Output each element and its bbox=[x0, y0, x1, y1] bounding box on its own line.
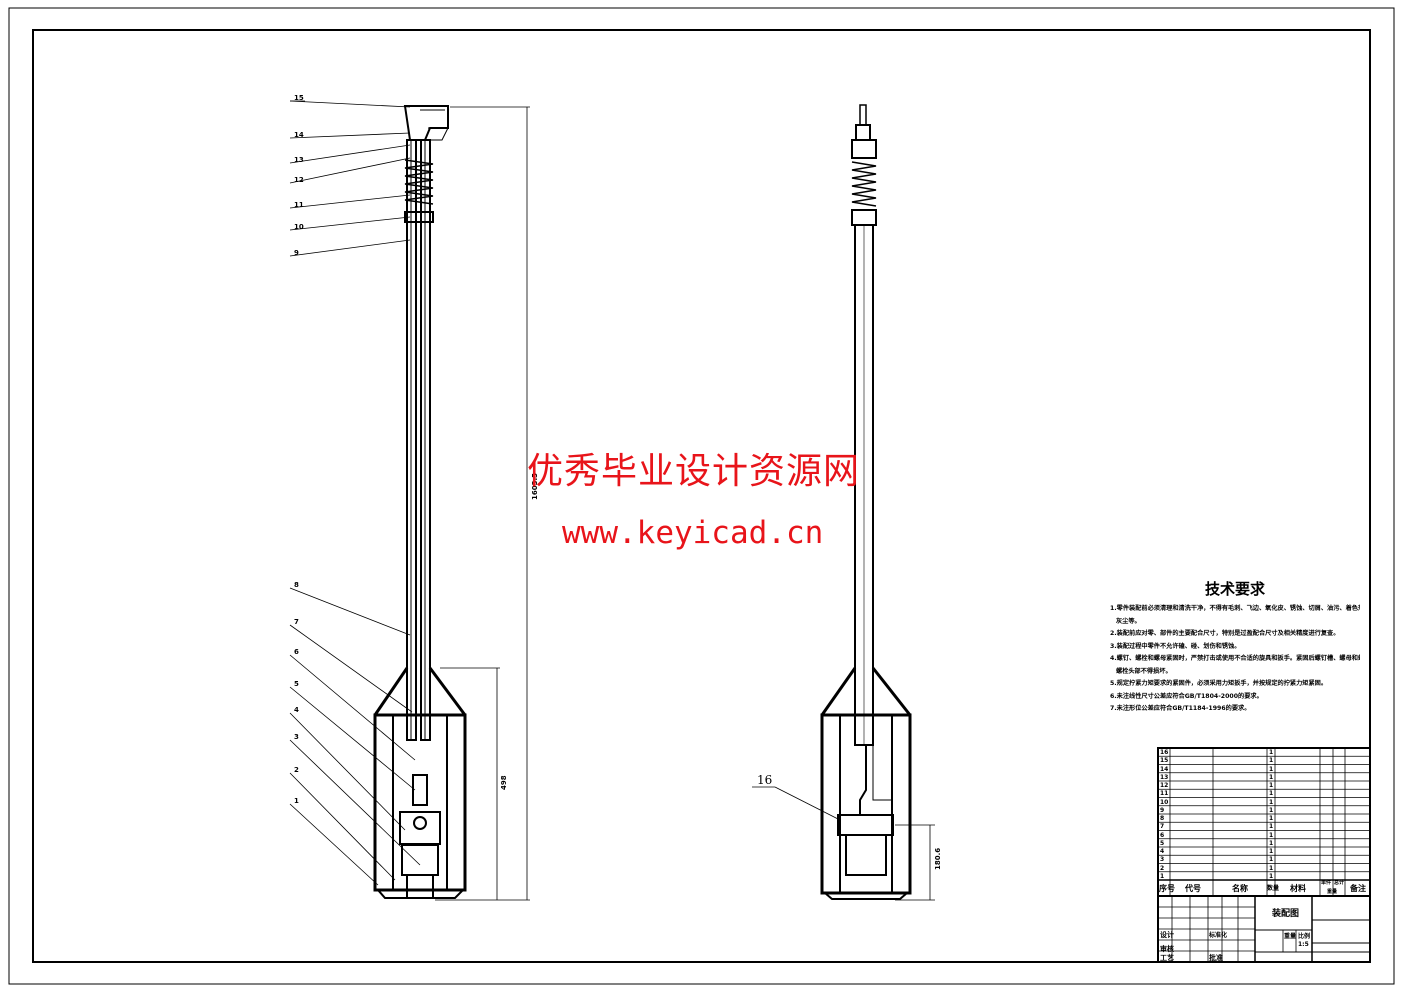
row-quantity: 1 bbox=[1269, 856, 1274, 864]
weight-label: 重量 bbox=[1284, 933, 1297, 940]
cone bbox=[820, 667, 857, 716]
requirement: 螺栓头部不得损坏。 bbox=[1116, 667, 1172, 675]
right-assembly-view bbox=[752, 104, 935, 901]
part-label: 12 bbox=[294, 176, 304, 184]
header-weight: 重量 bbox=[1327, 889, 1338, 895]
part-label: 1 bbox=[294, 797, 299, 805]
dimension-lower: 498 bbox=[500, 775, 508, 790]
part-label: 2 bbox=[294, 766, 299, 774]
row-number: 16 bbox=[1160, 749, 1169, 756]
requirement: 1.零件装配前必须清理和清洗干净，不得有毛刺、飞边、氧化皮、锈蚀、切屑、油污、着… bbox=[1110, 605, 1360, 612]
row-number: 12 bbox=[1160, 782, 1169, 789]
part-label: 5 bbox=[294, 680, 299, 688]
row-quantity: 1 bbox=[1269, 782, 1274, 789]
part-label: 3 bbox=[294, 733, 299, 741]
requirement: 4.螺钉、螺栓和螺母紧固时，严禁打击或使用不合适的旋具和扳手。紧固后螺钉槽、螺母… bbox=[1110, 655, 1360, 662]
part-label: 9 bbox=[294, 249, 299, 257]
row-number: 11 bbox=[1160, 790, 1169, 798]
row-quantity: 1 bbox=[1269, 765, 1274, 773]
technical-requirements-title: 技术要求 bbox=[1205, 580, 1266, 598]
row-number: 9 bbox=[1160, 806, 1165, 814]
header-no: 序号 bbox=[1159, 884, 1175, 893]
watermark-site-name: 优秀毕业设计资源网 bbox=[527, 451, 861, 492]
review-label: 审核 bbox=[1160, 945, 1174, 953]
spring bbox=[404, 159, 434, 205]
part-label: 14 bbox=[294, 131, 304, 139]
dimension-right: 180.6 bbox=[934, 847, 942, 870]
housing bbox=[373, 713, 467, 892]
row-number: 5 bbox=[1160, 839, 1165, 847]
part-label: 11 bbox=[294, 201, 304, 209]
row-number: 10 bbox=[1160, 798, 1169, 806]
row-number: 14 bbox=[1160, 765, 1169, 773]
row-quantity: 1 bbox=[1269, 831, 1274, 839]
outer-border bbox=[8, 7, 1395, 985]
spring bbox=[851, 161, 877, 207]
watermark-url[interactable]: www.keyicad.cn bbox=[562, 515, 824, 551]
technical-requirements: 1.零件装配前必须清理和清洗干净，不得有毛刺、飞边、氧化皮、锈蚀、切屑、油污、着… bbox=[1110, 603, 1360, 716]
header-qty: 数量 bbox=[1267, 885, 1280, 892]
row-quantity: 1 bbox=[1269, 749, 1274, 756]
process-label: 工艺 bbox=[1160, 954, 1174, 962]
part-label: 7 bbox=[294, 618, 299, 626]
header-material: 材料 bbox=[1290, 884, 1306, 893]
row-quantity: 1 bbox=[1269, 839, 1274, 847]
row-number: 7 bbox=[1160, 823, 1165, 831]
part-label: 10 bbox=[294, 223, 304, 231]
row-number: 3 bbox=[1160, 856, 1165, 864]
row-quantity: 1 bbox=[1269, 798, 1274, 806]
scale-value: 1:5 bbox=[1298, 941, 1309, 948]
header-code: 代号 bbox=[1185, 884, 1201, 893]
row-number: 6 bbox=[1160, 831, 1165, 839]
standardization-label: 标准化 bbox=[1209, 932, 1228, 939]
part-label: 15 bbox=[294, 94, 304, 102]
row-quantity: 1 bbox=[1269, 864, 1274, 872]
requirement: 5.规定拧紧力矩要求的紧固件，必须采用力矩扳手，并按规定的拧紧力矩紧固。 bbox=[1110, 680, 1328, 687]
header-single: 单件 bbox=[1321, 880, 1332, 886]
housing bbox=[820, 713, 912, 895]
drawing-type: 装配图 bbox=[1272, 909, 1300, 919]
part-label-16: 16 bbox=[757, 773, 773, 787]
row-quantity: 1 bbox=[1269, 806, 1274, 814]
part-label: 8 bbox=[294, 581, 299, 589]
hook-head bbox=[403, 105, 449, 141]
row-number: 1 bbox=[1160, 872, 1165, 880]
row-number: 13 bbox=[1160, 773, 1169, 781]
row-quantity: 1 bbox=[1269, 757, 1274, 765]
row-number: 15 bbox=[1160, 757, 1169, 765]
title-block-grid bbox=[1157, 747, 1371, 963]
motor bbox=[845, 834, 887, 876]
requirement: 6.未注线性尺寸公差应符合GB/T1804-2000的要求。 bbox=[1110, 692, 1263, 700]
inner-frame bbox=[32, 29, 1371, 963]
part-label: 4 bbox=[294, 706, 299, 714]
requirement: 2.装配前应对零、部件的主要配合尺寸，特别是过盈配合尺寸及相关精度进行复查。 bbox=[1110, 630, 1340, 637]
row-quantity: 1 bbox=[1269, 790, 1274, 798]
scale-label: 比例 bbox=[1298, 933, 1311, 940]
motor bbox=[401, 844, 439, 876]
requirement: 7.未注形位公差应符合GB/T1184-1996的要求。 bbox=[1110, 705, 1251, 712]
row-number: 2 bbox=[1160, 864, 1165, 872]
part-label: 6 bbox=[294, 648, 299, 656]
part-label: 13 bbox=[294, 156, 304, 164]
header-total: 总计 bbox=[1334, 880, 1345, 886]
row-number: 4 bbox=[1160, 848, 1165, 855]
row-quantity: 1 bbox=[1269, 823, 1274, 831]
design-label: 设计 bbox=[1160, 931, 1174, 939]
row-number: 8 bbox=[1160, 815, 1165, 822]
row-quantity: 1 bbox=[1269, 848, 1274, 855]
header-remark: 备注 bbox=[1350, 884, 1366, 893]
row-quantity: 1 bbox=[1269, 773, 1274, 781]
requirement: 灰尘等。 bbox=[1116, 617, 1141, 625]
row-quantity: 1 bbox=[1269, 872, 1274, 880]
top-collar bbox=[851, 139, 877, 159]
requirement: 3.装配过程中零件不允许磕、碰、划伤和锈蚀。 bbox=[1110, 642, 1241, 650]
left-assembly-view bbox=[289, 100, 530, 901]
row-quantity: 1 bbox=[1269, 815, 1274, 822]
header-name: 名称 bbox=[1232, 884, 1248, 893]
cone bbox=[373, 667, 409, 716]
approve-label: 批准 bbox=[1209, 954, 1223, 962]
